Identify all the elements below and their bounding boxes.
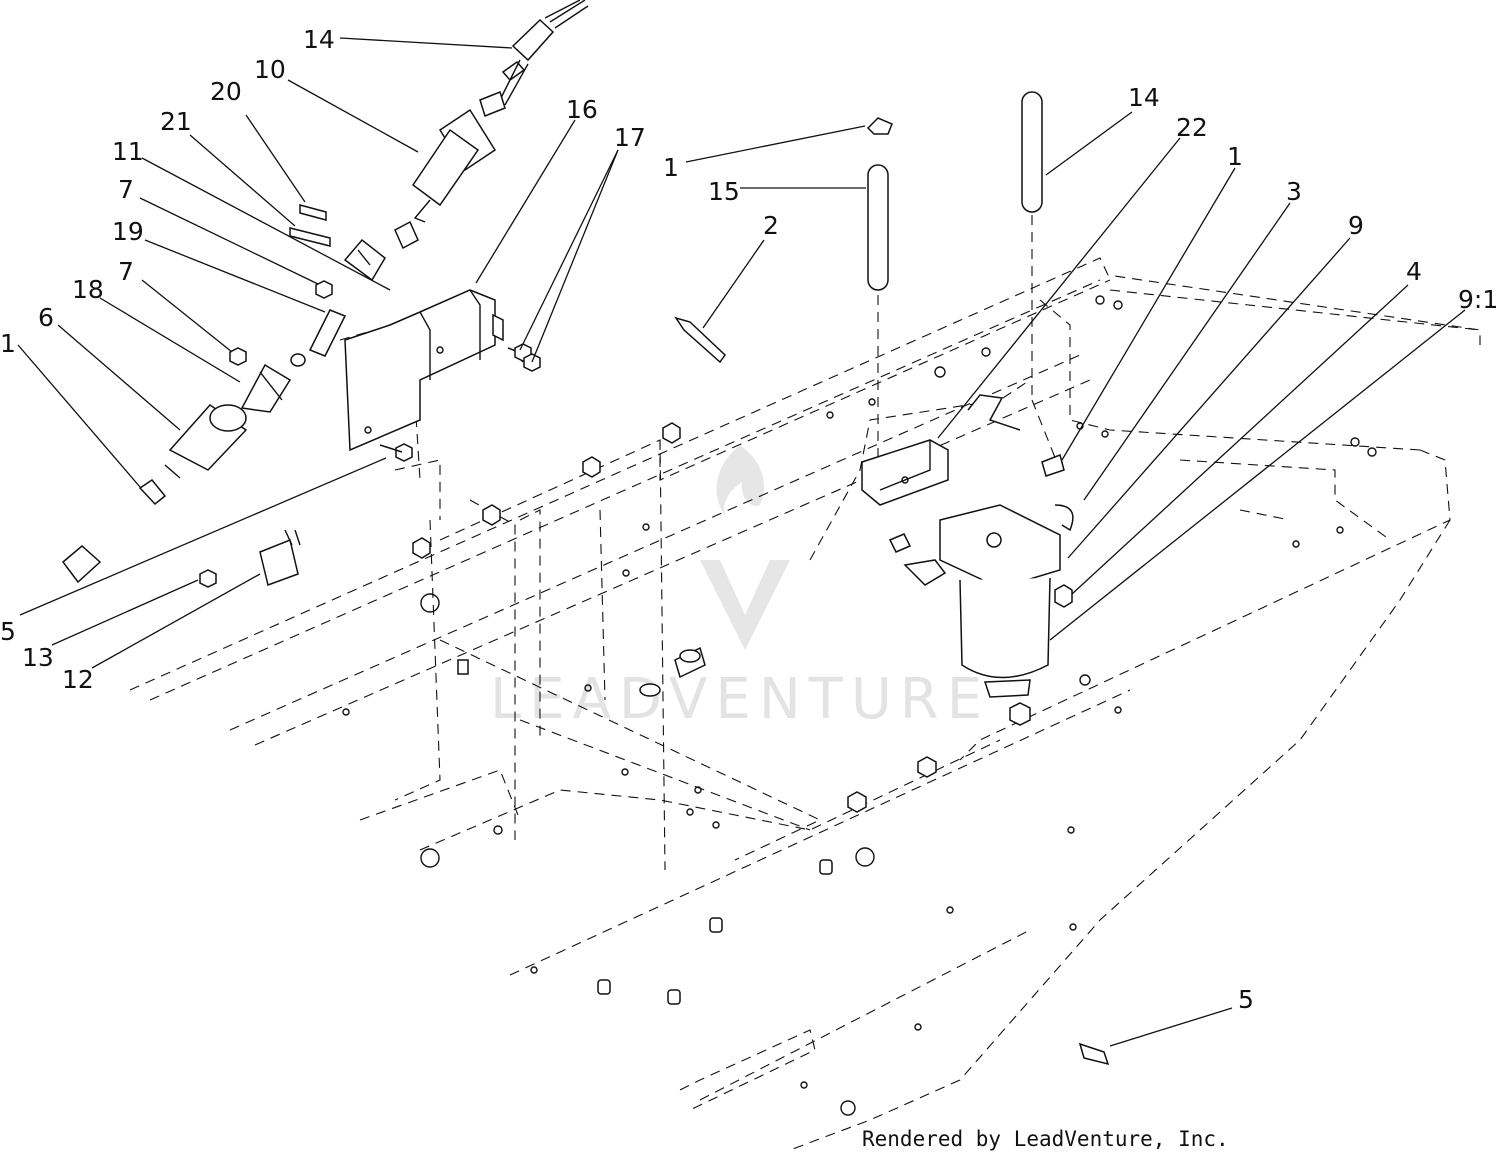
callout-10: 10 <box>254 55 286 84</box>
callout-7-lower: 7 <box>118 257 134 286</box>
mounting-bracket <box>344 289 504 452</box>
callout-3: 3 <box>1286 177 1302 206</box>
callout-2: 2 <box>763 211 779 240</box>
callout-18: 18 <box>72 275 104 304</box>
callout-13: 13 <box>22 643 54 672</box>
callout-5-bottom: 5 <box>1238 985 1254 1014</box>
callout-20: 20 <box>210 77 242 106</box>
callout-14-right: 14 <box>1128 83 1160 112</box>
callout-4: 4 <box>1406 257 1422 286</box>
frame-outline <box>129 257 1481 1151</box>
callout-9-1: 9:1 <box>1458 285 1498 314</box>
callout-15: 15 <box>708 177 740 206</box>
frame-holes <box>342 295 1377 1116</box>
frame-bolts <box>412 422 1031 1005</box>
watermark-text: LEADVENTURE <box>490 667 990 732</box>
watermark-flame-icon <box>716 445 764 520</box>
render-credit: Rendered by LeadVenture, Inc. <box>862 1127 1229 1151</box>
callout-22: 22 <box>1176 113 1208 142</box>
fuel-pump-assembly <box>394 0 589 250</box>
callout-16: 16 <box>566 95 598 124</box>
bolts-misc <box>379 316 1110 1066</box>
callout-11: 11 <box>112 137 144 166</box>
callout-17: 17 <box>614 123 646 152</box>
watermark: LEADVENTURE <box>490 445 990 732</box>
hoses <box>866 91 1061 471</box>
callout-19: 19 <box>112 217 144 246</box>
leader-lines <box>17 37 1466 1047</box>
callout-12: 12 <box>62 665 94 694</box>
relay <box>199 529 301 588</box>
callout-9: 9 <box>1348 211 1364 240</box>
callout-5-left: 5 <box>0 617 16 646</box>
callout-1-left: 1 <box>0 329 16 358</box>
callout-labels: 14 10 20 21 11 7 19 7 18 6 1 16 17 1 15 … <box>0 25 1498 1014</box>
callout-1-right: 1 <box>1227 142 1243 171</box>
watermark-v-icon <box>700 560 790 650</box>
callout-14-pump-sender: 14 <box>303 25 335 54</box>
callout-6: 6 <box>38 303 54 332</box>
callout-7-upper: 7 <box>118 175 134 204</box>
small-parts-left <box>61 204 386 584</box>
callout-1-hose-clamp: 1 <box>663 153 679 182</box>
callout-21: 21 <box>160 107 192 136</box>
water-separator-filter <box>861 394 1074 698</box>
